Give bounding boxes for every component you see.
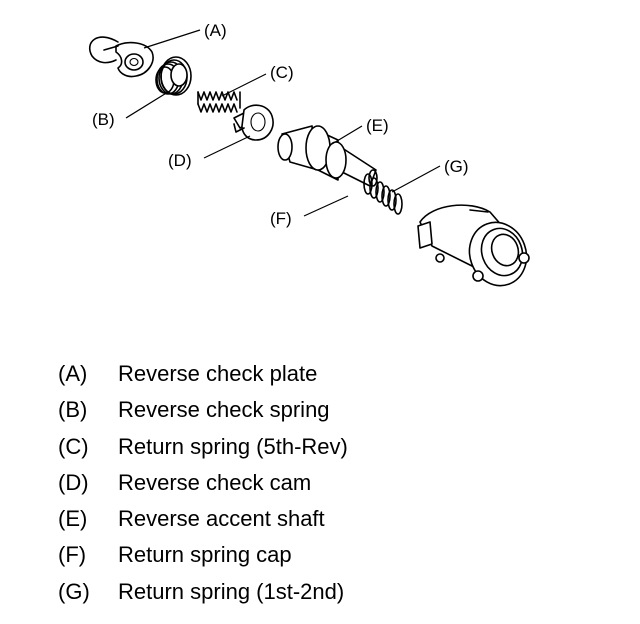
callout-g: (G) — [444, 157, 469, 176]
callout-d: (D) — [168, 151, 192, 170]
legend-code: (C) — [58, 433, 89, 459]
reverse-check-spring-part — [155, 56, 192, 96]
leader-d — [203, 135, 251, 159]
reverse-accent-shaft-part — [277, 125, 378, 187]
callout-e: (E) — [366, 116, 389, 135]
legend-item: (B) Reverse check spring — [58, 392, 348, 428]
legend-label: Return spring (1st-2nd) — [118, 578, 345, 604]
callout-f: (F) — [270, 209, 292, 228]
legend-code: (D) — [58, 469, 89, 495]
leader-b — [125, 91, 169, 119]
legend-code: (E) — [58, 506, 88, 532]
legend-label: Return spring (5th-Rev) — [118, 433, 348, 459]
legend-code: (A) — [58, 361, 88, 386]
leader-g — [391, 165, 441, 193]
return-spring-1st-2nd-part — [363, 173, 403, 215]
return-spring-5th-rev-part — [197, 91, 241, 113]
legend-item: (C) Return spring (5th-Rev) — [58, 429, 348, 465]
legend-label: Reverse check plate — [118, 361, 318, 386]
leader-a — [143, 29, 201, 49]
exploded-parts-diagram: (A) (B) (C) (D) (E) (F) (G) — [89, 21, 530, 287]
reverse-check-cam-part — [233, 104, 274, 141]
legend-label: Reverse check cam — [118, 469, 312, 495]
callout-a: (A) — [204, 21, 227, 40]
legend-code: (B) — [58, 397, 88, 423]
legend-item: (E) Reverse accent shaft — [58, 501, 348, 537]
legend-label: Reverse check spring — [118, 397, 330, 423]
callout-c: (C) — [270, 63, 294, 82]
legend-code: (F) — [58, 542, 87, 568]
reverse-check-plate-part — [89, 36, 154, 78]
parts-legend: (A) Reverse check plate (B) Reverse check … — [58, 356, 348, 610]
leader-f — [303, 195, 349, 217]
callout-b: (B) — [92, 110, 115, 129]
housing-part — [417, 204, 530, 287]
legend-label: Reverse accent shaft — [118, 506, 325, 532]
legend-item: (A) Reverse check plate — [58, 356, 348, 392]
legend-item: (D) Reverse check cam — [58, 465, 348, 501]
legend-code: (G) — [58, 578, 90, 604]
legend-item: (F) Return spring cap — [58, 537, 348, 573]
legend-item: (G) Return spring (1st-2nd) — [58, 574, 348, 610]
leader-e — [331, 125, 363, 145]
legend-label: Return spring cap — [118, 542, 292, 568]
leader-c — [221, 73, 267, 97]
